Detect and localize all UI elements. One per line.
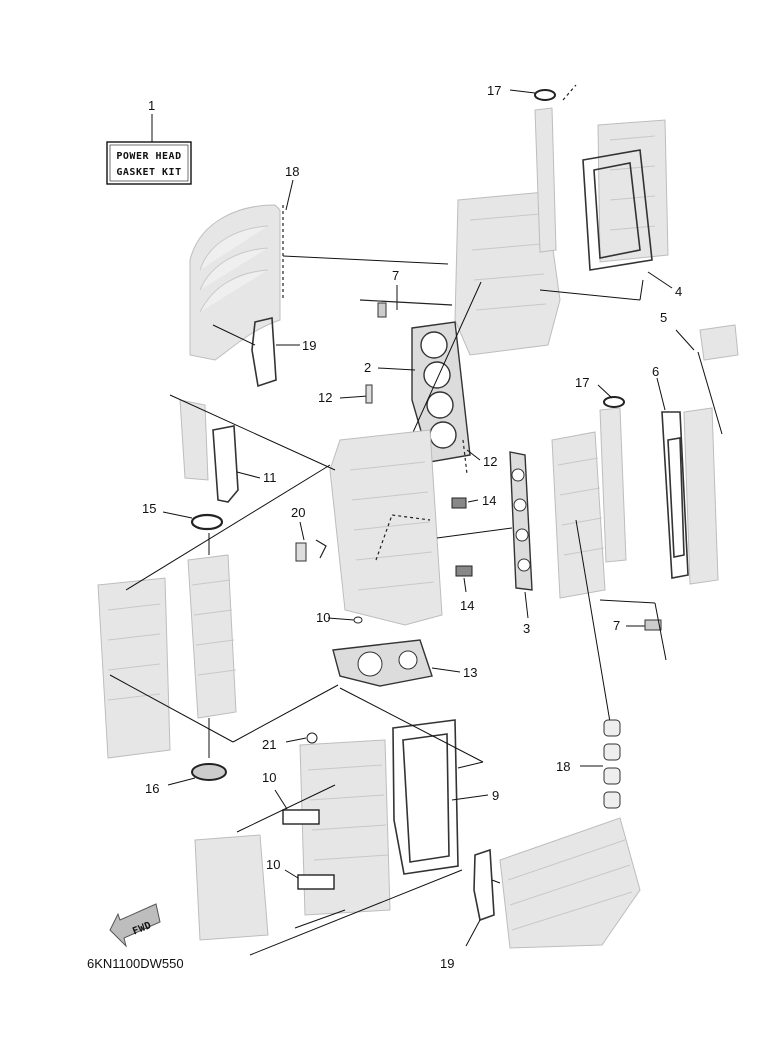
part-8: 10: [316, 610, 363, 625]
callout-17b: 17: [575, 375, 589, 390]
part-20: 20: [291, 505, 327, 562]
part-7-upper: 7: [359, 268, 453, 318]
callout-19a: 19: [302, 338, 316, 353]
part-1-kit-label: POWER HEAD GASKET KIT 1: [106, 98, 192, 185]
callout-8: 10: [316, 610, 330, 625]
intake-manifold-lower-right: [499, 817, 641, 949]
kit-label-line2: GASKET KIT: [116, 167, 181, 178]
part-7-lower: 7: [599, 599, 667, 661]
callout-13: 13: [463, 665, 477, 680]
callout-10a: 10: [262, 770, 276, 785]
cylinder-head-right: [551, 431, 606, 599]
intake-manifold-upper-left: 18: [189, 164, 299, 361]
head-cover-right: 6: [652, 364, 719, 585]
callout-18b: 18: [556, 759, 570, 774]
crankshaft: [187, 533, 237, 758]
callout-7b: 7: [613, 618, 620, 633]
kit-label-line1: POWER HEAD: [116, 151, 181, 162]
part-5: 5: [660, 310, 739, 435]
part-14: 14 14: [451, 493, 496, 613]
callout-16: 16: [145, 781, 159, 796]
callout-12b: 12: [483, 454, 497, 469]
callout-12a: 12: [318, 390, 332, 405]
exhaust-cover-left: [97, 464, 339, 759]
part-19-upper-gasket: 19: [212, 317, 316, 388]
callout-18a: 18: [285, 164, 299, 179]
callout-19b: 19: [440, 956, 454, 971]
part-12: 12 12: [318, 384, 497, 475]
callout-20: 20: [291, 505, 305, 520]
part-3-head-gasket: 3: [436, 451, 533, 636]
callout-9: 9: [492, 788, 499, 803]
part-15-seal: 15: [142, 501, 224, 531]
part-11: 11: [169, 394, 336, 503]
diagram-code: 6KN1100DW550: [87, 956, 184, 971]
callout-10b: 10: [266, 857, 280, 872]
part-16-seal: 16: [145, 763, 227, 796]
camshaft-right: 17: [575, 375, 627, 563]
callout-15: 15: [142, 501, 156, 516]
callout-1: 1: [148, 98, 155, 113]
cylinder-block: [329, 429, 443, 626]
callout-14a: 14: [482, 493, 496, 508]
callout-21: 21: [262, 737, 276, 752]
part-18-right: 18: [556, 519, 621, 809]
callout-4: 4: [675, 284, 682, 299]
callout-5: 5: [660, 310, 667, 325]
callout-6: 6: [652, 364, 659, 379]
camshaft-upper: 17: [487, 83, 577, 253]
fwd-arrow-icon: FWD: [109, 903, 161, 948]
callout-17a: 17: [487, 83, 501, 98]
callout-2: 2: [364, 360, 371, 375]
lower-covers: 21 10 10 19: [194, 732, 501, 971]
head-cover-upper: 4: [539, 119, 682, 301]
callout-7a: 7: [392, 268, 399, 283]
callout-14b: 14: [460, 598, 474, 613]
callout-11: 11: [263, 470, 277, 485]
part-9-gasket: 9: [339, 687, 499, 875]
callout-3: 3: [523, 621, 530, 636]
part-13-gasket: 13: [332, 639, 477, 687]
